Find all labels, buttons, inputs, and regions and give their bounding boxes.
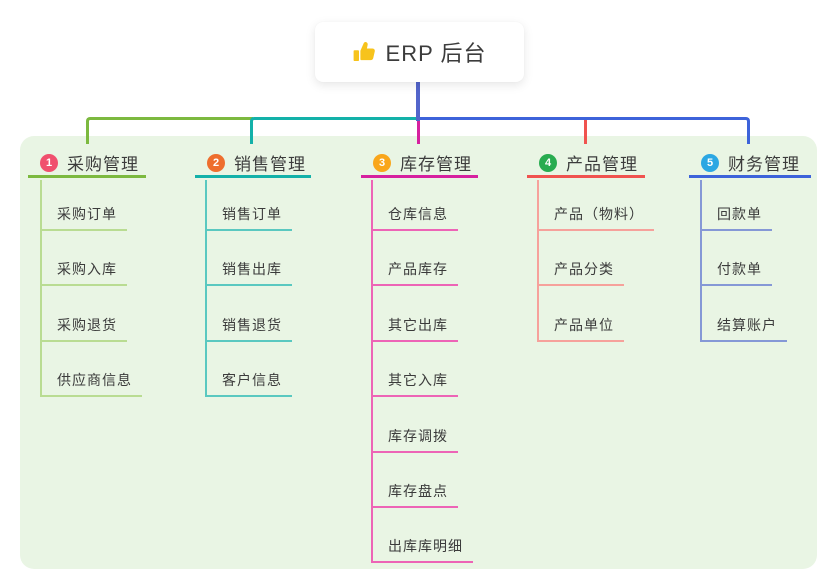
child-node[interactable]: 付款单 — [700, 251, 772, 286]
branch-badge: 3 — [373, 153, 391, 172]
branch-title-label: 采购管理 — [67, 155, 139, 174]
thumbs-up-icon — [353, 40, 377, 64]
child-node[interactable]: 其它出库 — [371, 307, 458, 342]
child-node[interactable]: 结算账户 — [700, 307, 787, 342]
child-node[interactable]: 采购订单 — [40, 196, 127, 231]
branch-badge: 1 — [40, 153, 58, 172]
child-node[interactable]: 其它入库 — [371, 362, 458, 397]
child-node[interactable]: 回款单 — [700, 196, 772, 231]
branch-title-3[interactable]: 3 库存管理 — [361, 150, 478, 178]
child-node[interactable]: 出库库明细 — [371, 528, 473, 563]
branch-spine — [700, 180, 702, 341]
branch-title-label: 销售管理 — [234, 155, 306, 174]
child-node[interactable]: 采购入库 — [40, 251, 127, 286]
branch-spine — [205, 180, 207, 396]
root-title: ERP 后台 — [385, 41, 487, 66]
child-node[interactable]: 产品单位 — [537, 307, 624, 342]
child-node[interactable]: 库存盘点 — [371, 473, 458, 508]
branch-title-2[interactable]: 2 销售管理 — [195, 150, 311, 178]
branch-badge: 4 — [539, 153, 557, 172]
child-node[interactable]: 产品库存 — [371, 251, 458, 286]
branch-title-label: 财务管理 — [728, 155, 800, 174]
branch-title-4[interactable]: 4 产品管理 — [527, 150, 645, 178]
child-node[interactable]: 仓库信息 — [371, 196, 458, 231]
child-node[interactable]: 产品（物料） — [537, 196, 654, 231]
branch-title-1[interactable]: 1 采购管理 — [28, 150, 146, 178]
branch-spine — [40, 180, 42, 396]
child-node[interactable]: 销售退货 — [205, 307, 292, 342]
connector-branch-1 — [86, 117, 253, 144]
branch-badge: 5 — [701, 153, 719, 172]
connector-branch-4 — [584, 120, 587, 144]
child-node[interactable]: 销售出库 — [205, 251, 292, 286]
child-node[interactable]: 采购退货 — [40, 307, 127, 342]
branch-title-label: 产品管理 — [566, 155, 638, 174]
mindmap-background-panel — [20, 136, 817, 569]
branch-spine — [371, 180, 373, 562]
branch-badge: 2 — [207, 153, 225, 172]
branch-title-label: 库存管理 — [400, 155, 472, 174]
root-node[interactable]: ERP 后台 — [315, 22, 524, 82]
connector-branch-2 — [250, 117, 419, 144]
child-node[interactable]: 销售订单 — [205, 196, 292, 231]
branch-title-5[interactable]: 5 财务管理 — [689, 150, 811, 178]
branch-spine — [537, 180, 539, 341]
connector-branch-5 — [417, 117, 750, 144]
child-node[interactable]: 客户信息 — [205, 362, 292, 397]
child-node[interactable]: 产品分类 — [537, 251, 624, 286]
connector-branch-3 — [417, 117, 420, 144]
root-trunk-connector — [416, 81, 420, 121]
child-node[interactable]: 库存调拨 — [371, 418, 458, 453]
child-node[interactable]: 供应商信息 — [40, 362, 142, 397]
